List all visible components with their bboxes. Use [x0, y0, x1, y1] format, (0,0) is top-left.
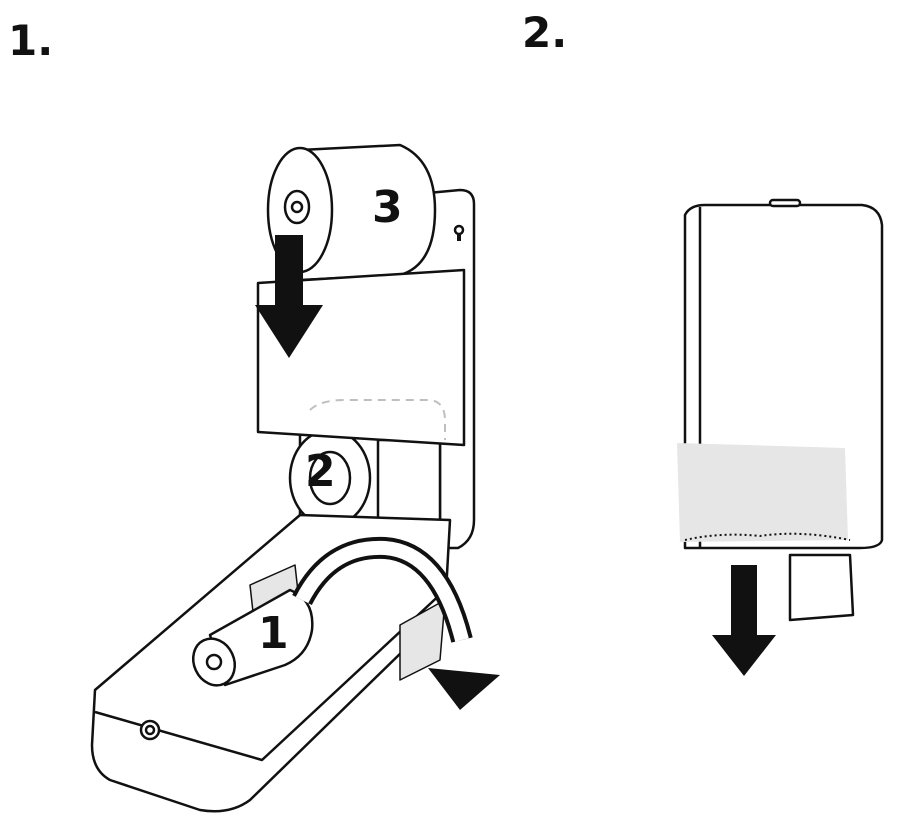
step-1-number: 1. — [8, 16, 54, 65]
dispense-down-arrow-icon — [712, 635, 776, 676]
down-arrow-icon — [255, 305, 323, 358]
dispense-arrow-shaft — [731, 565, 757, 640]
keyhole-icon — [453, 224, 465, 236]
roll-hub-icon — [290, 200, 304, 214]
dispenser-window — [677, 443, 848, 542]
top-roll-body — [298, 143, 437, 282]
curved-arrow-head — [428, 668, 500, 710]
down-arrow-shaft — [275, 235, 303, 315]
open-dispenser — [90, 143, 500, 813]
callout-2: 2 — [305, 446, 336, 497]
callout-1: 1 — [258, 608, 289, 659]
top-slot — [768, 198, 802, 208]
closed-dispenser — [677, 198, 884, 676]
step-2-number: 2. — [522, 8, 568, 57]
callout-3: 3 — [372, 182, 403, 233]
paper-sheet — [788, 553, 855, 622]
